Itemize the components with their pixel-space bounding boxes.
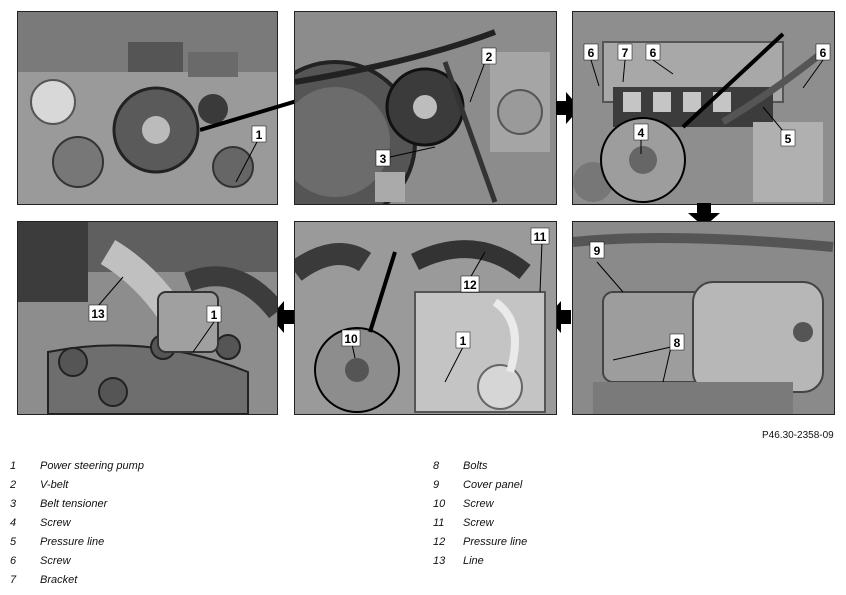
arrow-down bbox=[688, 203, 720, 227]
photo-panel-line: 13 1 bbox=[17, 221, 278, 415]
legend-left: 1 Power steering pump 2 V-belt 3 Belt tensi… bbox=[10, 460, 390, 593]
legend-label: Screw bbox=[463, 498, 494, 510]
photo-panel-belt-tensioner: 2 3 bbox=[294, 11, 557, 205]
legend-number: 13 bbox=[433, 555, 446, 567]
callout-7: 7 bbox=[622, 46, 629, 60]
arrow-left-1 bbox=[547, 301, 571, 333]
engine-overview-callouts: 1 bbox=[235, 125, 267, 183]
legend-item: 13 Line bbox=[433, 555, 813, 574]
line-callouts: 13 1 bbox=[88, 276, 222, 353]
legend-label: Belt tensioner bbox=[40, 498, 108, 510]
legend-item: 7 Bracket bbox=[10, 574, 390, 593]
legend-number: 2 bbox=[10, 479, 17, 491]
legend-number: 9 bbox=[433, 479, 440, 491]
legend-item: 3 Belt tensioner bbox=[10, 498, 390, 517]
callout-6-left: 6 bbox=[588, 46, 595, 60]
pressure-line-illustration bbox=[295, 222, 556, 414]
legend-label: Pressure line bbox=[463, 536, 528, 548]
legend-label: Screw bbox=[40, 555, 71, 567]
arrow-left-2 bbox=[270, 301, 294, 333]
legend-item: 2 V-belt bbox=[10, 479, 390, 498]
legend-label: Screw bbox=[40, 517, 71, 529]
legend-number: 8 bbox=[433, 460, 440, 472]
legend-number: 7 bbox=[10, 574, 17, 586]
legend-label: Bolts bbox=[463, 460, 488, 472]
legend-label: Cover panel bbox=[463, 479, 523, 491]
arrow-right-1 bbox=[556, 92, 580, 124]
legend-label: Screw bbox=[463, 517, 494, 529]
callout-12: 12 bbox=[463, 278, 477, 292]
figure-code: P46.30-2358-09 bbox=[762, 430, 834, 441]
legend-item: 6 Screw bbox=[10, 555, 390, 574]
photo-panel-bracket: 6 7 6 6 4 5 bbox=[572, 11, 835, 205]
legend-number: 6 bbox=[10, 555, 17, 567]
legend-number: 10 bbox=[433, 498, 446, 510]
legend-item: 4 Screw bbox=[10, 517, 390, 536]
line-illustration bbox=[18, 222, 277, 414]
engine-overview-illustration bbox=[18, 12, 277, 204]
cover-panel-callouts: 9 8 bbox=[589, 241, 685, 383]
zoom-connector-line bbox=[200, 98, 300, 132]
callout-1-pressure: 1 bbox=[460, 334, 467, 348]
legend-item: 1 Power steering pump bbox=[10, 460, 390, 479]
legend-number: 12 bbox=[433, 536, 446, 548]
legend-number: 11 bbox=[433, 517, 445, 529]
legend-label: V-belt bbox=[40, 479, 69, 491]
legend-label: Bracket bbox=[40, 574, 78, 586]
callout-6-middle: 6 bbox=[650, 46, 657, 60]
callout-5: 5 bbox=[785, 132, 792, 146]
legend-label: Line bbox=[463, 555, 484, 567]
belt-tensioner-callouts: 2 3 bbox=[375, 47, 497, 167]
legend-item: 11 Screw bbox=[433, 517, 813, 536]
legend-item: 8 Bolts bbox=[433, 460, 813, 479]
callout-10: 10 bbox=[344, 332, 358, 346]
pressure-line-callouts: 11 12 10 1 bbox=[341, 227, 550, 383]
bracket-callouts: 6 7 6 6 4 5 bbox=[583, 32, 831, 154]
callout-13: 13 bbox=[91, 307, 105, 321]
belt-tensioner-illustration bbox=[295, 12, 556, 204]
callout-4: 4 bbox=[638, 126, 645, 140]
photo-panel-cover-panel: 9 8 bbox=[572, 221, 835, 415]
legend-label: Pressure line bbox=[40, 536, 105, 548]
callout-6-right: 6 bbox=[820, 46, 827, 60]
legend-item: 12 Pressure line bbox=[433, 536, 813, 555]
callout-9: 9 bbox=[594, 244, 601, 258]
callout-11: 11 bbox=[534, 230, 547, 244]
legend-number: 5 bbox=[10, 536, 17, 548]
legend-number: 1 bbox=[10, 460, 17, 472]
photo-panel-engine-overview: 1 bbox=[17, 11, 278, 205]
legend-label: Power steering pump bbox=[40, 460, 144, 472]
legend-number: 3 bbox=[10, 498, 17, 510]
legend-item: 9 Cover panel bbox=[433, 479, 813, 498]
callout-1: 1 bbox=[256, 128, 263, 142]
callout-1-line: 1 bbox=[211, 308, 218, 322]
cover-panel-illustration bbox=[573, 222, 834, 414]
callout-2: 2 bbox=[486, 50, 493, 64]
legend-item: 5 Pressure line bbox=[10, 536, 390, 555]
legend-item: 10 Screw bbox=[433, 498, 813, 517]
callout-3: 3 bbox=[380, 152, 387, 166]
callout-8: 8 bbox=[674, 336, 681, 350]
legend-number: 4 bbox=[10, 517, 17, 529]
photo-panel-pressure-line: 11 12 10 1 bbox=[294, 221, 557, 415]
